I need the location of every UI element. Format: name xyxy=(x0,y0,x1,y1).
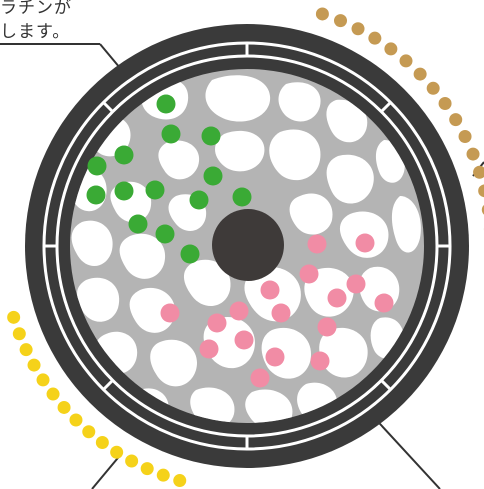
yellow-dot xyxy=(96,436,109,449)
yellow-dot xyxy=(69,414,82,427)
pink-particle xyxy=(200,340,219,359)
brown-dot xyxy=(334,14,347,27)
brown-dot xyxy=(368,32,381,45)
yellow-dot xyxy=(47,388,60,401)
green-particle xyxy=(204,167,223,186)
pink-particle xyxy=(161,304,180,323)
pink-particle xyxy=(208,314,227,333)
center-hole-icon xyxy=(212,209,284,281)
yellow-dot xyxy=(58,401,71,414)
yellow-dot xyxy=(110,446,123,459)
green-particle xyxy=(157,95,176,114)
green-particle xyxy=(233,188,252,207)
pink-particle xyxy=(251,369,270,388)
yellow-dot xyxy=(20,343,33,356)
green-particle xyxy=(88,157,107,176)
pink-particle xyxy=(266,348,285,367)
yellow-dot xyxy=(82,425,95,438)
pink-particle xyxy=(308,235,327,254)
brown-dot xyxy=(427,82,440,95)
brown-dot xyxy=(384,42,397,55)
brown-dot xyxy=(459,130,472,143)
pink-particle xyxy=(375,294,394,313)
green-particle xyxy=(87,186,106,205)
pink-particle xyxy=(328,289,347,308)
yellow-dot xyxy=(28,359,41,372)
brown-dot xyxy=(478,184,484,197)
pink-particle xyxy=(230,302,249,321)
brown-dot xyxy=(400,54,413,67)
brown-dot xyxy=(449,113,462,126)
yellow-dot xyxy=(7,311,20,324)
brown-dot xyxy=(414,68,427,81)
green-particle xyxy=(129,215,148,234)
brown-dot xyxy=(473,166,484,179)
brown-dot xyxy=(316,7,329,20)
brown-dot xyxy=(352,22,365,35)
pink-particle xyxy=(347,275,366,294)
yellow-dot xyxy=(141,462,154,475)
green-particle xyxy=(162,125,181,144)
green-particle xyxy=(115,146,134,165)
pink-particle xyxy=(300,265,319,284)
green-particle xyxy=(156,225,175,244)
yellow-dot xyxy=(37,373,50,386)
pink-particle xyxy=(311,352,330,371)
pink-particle xyxy=(318,318,337,337)
brown-dot xyxy=(439,97,452,110)
pink-particle xyxy=(261,281,280,300)
pink-particle xyxy=(235,331,254,350)
yellow-dot xyxy=(157,469,170,482)
pink-particle xyxy=(272,304,291,323)
yellow-dot xyxy=(125,455,138,468)
pink-particle xyxy=(356,234,375,253)
yellow-dot xyxy=(173,474,186,487)
green-particle xyxy=(181,245,200,264)
green-particle xyxy=(190,191,209,210)
yellow-dot xyxy=(13,327,26,340)
green-particle xyxy=(146,181,165,200)
green-particle xyxy=(115,182,134,201)
brown-dot xyxy=(467,148,480,161)
green-particle xyxy=(202,127,221,146)
